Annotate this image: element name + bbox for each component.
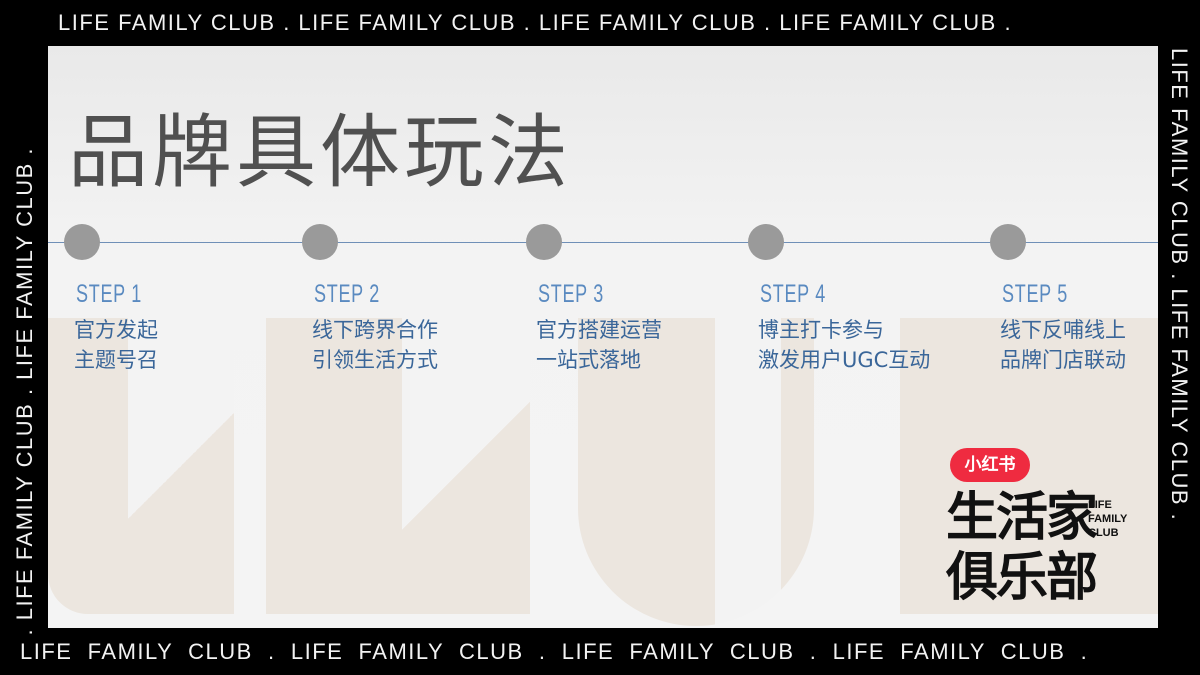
page-title: 品牌具体玩法 (68, 106, 572, 199)
logo-en-line: LIFE (1088, 499, 1112, 511)
step-label: STEP 2 (314, 280, 381, 308)
brand-logo: 小红书 生活家 俱乐部 LIFE FAMILY CLUB (946, 442, 1156, 622)
watermark-letter-shape (402, 318, 530, 614)
step-desc-line: 博主打卡参与 (758, 318, 884, 342)
step-dot-icon (302, 224, 338, 260)
watermark-letter-shape (266, 318, 402, 614)
xiaohongshu-badge: 小红书 (950, 448, 1030, 482)
step-dot-icon (990, 224, 1026, 260)
timeline-step-3: STEP 3 官方搭建运营 一站式落地 (526, 224, 662, 375)
logo-chinese-wordmark: 生活家 俱乐部 (946, 488, 1116, 608)
step-label: STEP 1 (76, 280, 143, 308)
top-border-band: LIFE FAMILY CLUB . LIFE FAMILY CLUB . LI… (0, 0, 1200, 46)
step-description: 官方发起 主题号召 (74, 315, 168, 375)
step-description: 线下跨界合作 引领生活方式 (312, 315, 438, 375)
bottom-border-text: LIFE FAMILY CLUB . LIFE FAMILY CLUB . LI… (20, 638, 1089, 664)
logo-line: 俱乐部 (946, 548, 1098, 608)
step-label: STEP 5 (1002, 280, 1069, 308)
watermark-letter-shape (48, 318, 128, 614)
step-desc-line: 线下跨界合作 (312, 318, 438, 342)
bottom-border-band: LIFE FAMILY CLUB . LIFE FAMILY CLUB . LI… (0, 628, 1200, 675)
step-desc-line: 官方发起 (74, 318, 158, 342)
left-border-band: . LIFE FAMILY CLUB . LIFE FAMILY CLUB . (0, 0, 46, 675)
step-description: 线下反哺线上 品牌门店联动 (1000, 315, 1126, 375)
step-desc-line: 一站式落地 (536, 348, 641, 372)
step-description: 博主打卡参与 激发用户UGC互动 (758, 315, 930, 375)
watermark-letter-shape (578, 318, 814, 626)
step-dot-icon (748, 224, 784, 260)
watermark-letter-shape (128, 318, 234, 614)
step-description: 官方搭建运营 一站式落地 (536, 315, 662, 375)
timeline-step-5: STEP 5 线下反哺线上 品牌门店联动 (990, 224, 1126, 375)
timeline-line (48, 242, 1158, 243)
right-border-band: LIFE FAMILY CLUB . LIFE FAMILY CLUB . (1158, 0, 1200, 675)
step-dot-icon (526, 224, 562, 260)
logo-en-line: CLUB (1088, 527, 1119, 539)
step-desc-line: 激发用户UGC互动 (758, 348, 931, 372)
timeline-step-4: STEP 4 博主打卡参与 激发用户UGC互动 (748, 224, 930, 375)
logo-english-wordmark: LIFE FAMILY CLUB (1088, 498, 1127, 540)
logo-line: 生活家 (946, 488, 1098, 548)
top-border-text: LIFE FAMILY CLUB . LIFE FAMILY CLUB . LI… (58, 10, 1013, 35)
right-border-text: LIFE FAMILY CLUB . LIFE FAMILY CLUB . (1167, 48, 1192, 522)
step-dot-icon (64, 224, 100, 260)
slide-panel: 品牌具体玩法 STEP 1 官方发起 主题号召 STEP 2 线下跨界合作 引领… (48, 46, 1158, 628)
step-desc-line: 主题号召 (74, 348, 158, 372)
timeline-step-2: STEP 2 线下跨界合作 引领生活方式 (302, 224, 438, 375)
step-desc-line: 引领生活方式 (312, 348, 438, 372)
step-desc-line: 线下反哺线上 (1000, 318, 1126, 342)
step-label: STEP 3 (538, 280, 605, 308)
step-desc-line: 品牌门店联动 (1000, 348, 1126, 372)
step-label: STEP 4 (760, 280, 827, 308)
step-desc-line: 官方搭建运营 (536, 318, 662, 342)
left-border-text: . LIFE FAMILY CLUB . LIFE FAMILY CLUB . (12, 146, 37, 635)
logo-en-line: FAMILY (1088, 513, 1128, 525)
timeline-step-1: STEP 1 官方发起 主题号召 (64, 224, 168, 375)
